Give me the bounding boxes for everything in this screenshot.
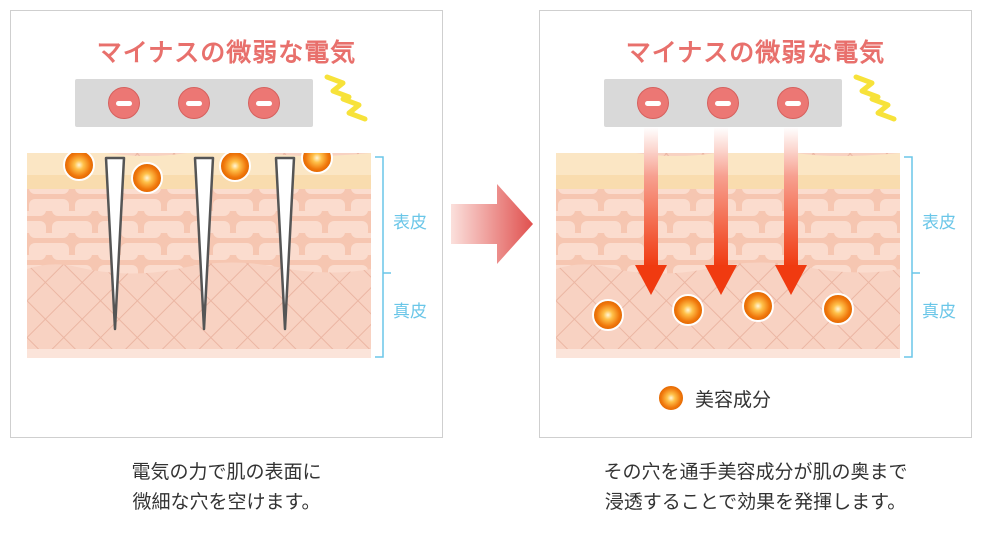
caption-line: 浸透することで効果を発揮します。 [604,491,907,513]
lightning-bolt-icon [853,74,897,122]
skin-cross-section [27,153,371,358]
panel-title: マイナスの微弱な電気 [96,38,357,67]
layer-bracket [904,156,920,358]
panel-right: マイナスの微弱な電気 [539,10,972,438]
caption-line: 微細な穴を空けます。 [132,491,321,513]
beauty-particle-icon [822,293,854,325]
panel-left: マイナスの微弱な電気 表皮 真皮 [10,10,443,438]
minus-sign-icon [178,87,210,119]
beauty-particle-icon [301,153,333,174]
minus-sign-icon [248,87,280,119]
electrode-bar [604,79,842,127]
beauty-particle-icon [63,153,95,181]
beauty-particle-icon [672,294,704,326]
down-arrow-icon [775,127,807,295]
right-arrow-icon [451,184,533,264]
needle-icon [104,156,126,331]
panel-title: マイナスの微弱な電気 [625,38,886,67]
caption-left: 電気の力で肌の表面に 微細な穴を空けます。 [10,457,443,517]
electrode-bar [75,79,313,127]
caption-line: その穴を通手美容成分が肌の奥まで [603,461,908,483]
beauty-particle-icon [742,290,774,322]
needle-icon [274,156,296,331]
penetration-arrows [635,127,807,295]
lightning-bolt-icon [324,74,368,122]
dermis-label: 真皮 [922,302,956,322]
minus-sign-icon [637,87,669,119]
layer-bracket [375,156,391,358]
minus-sign-icon [777,87,809,119]
down-arrow-icon [705,127,737,295]
beauty-particle-icon [131,162,163,194]
penetrated-particles [592,290,854,331]
needle-icon [193,156,215,331]
minus-sign-icon [707,87,739,119]
caption-line: 電気の力で肌の表面に [131,461,322,483]
beauty-particle-icon [219,153,251,182]
beauty-particle-icon [592,299,624,331]
dermis-label: 真皮 [393,302,427,322]
epidermis-label: 表皮 [393,213,427,233]
down-arrow-icon [635,127,667,295]
epidermis-label: 表皮 [922,213,956,233]
minus-sign-icon [108,87,140,119]
beauty-particle-icon [657,384,685,412]
legend-label: 美容成分 [695,389,772,411]
caption-right: その穴を通手美容成分が肌の奥まで 浸透することで効果を発揮します。 [539,457,972,517]
